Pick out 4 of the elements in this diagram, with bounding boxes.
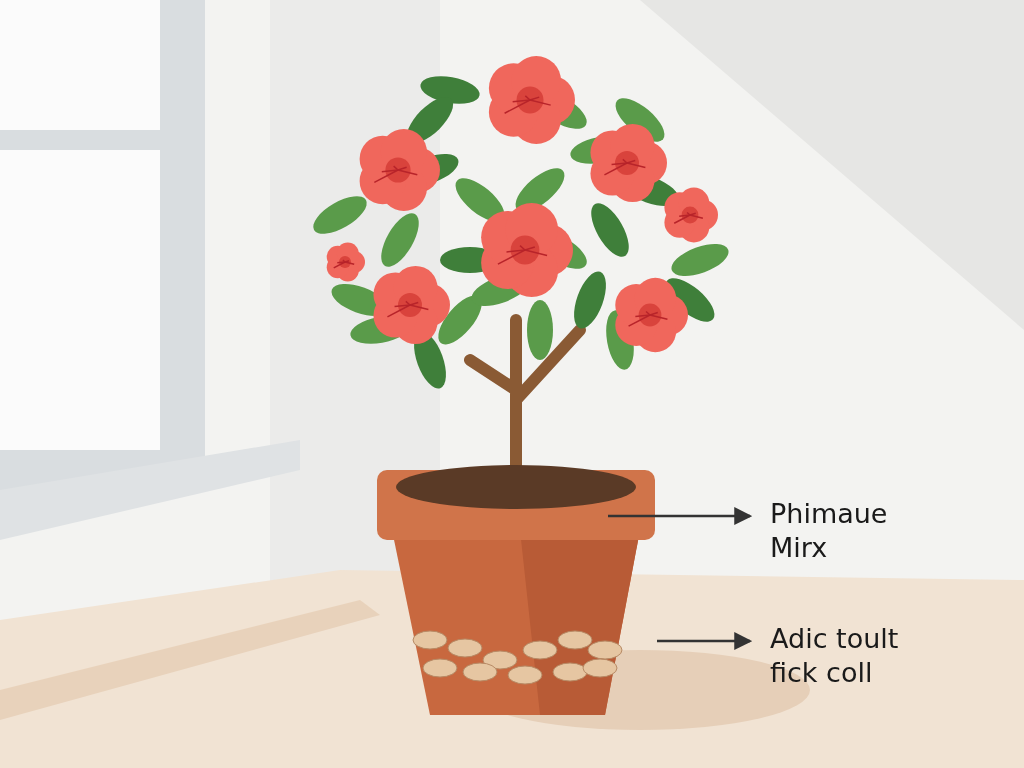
callout-label: Phimaue Mirx — [770, 497, 940, 565]
leader-arrow — [608, 507, 753, 525]
callout-label: Adic toult fick coll — [770, 622, 940, 690]
leader-arrow — [657, 632, 753, 650]
